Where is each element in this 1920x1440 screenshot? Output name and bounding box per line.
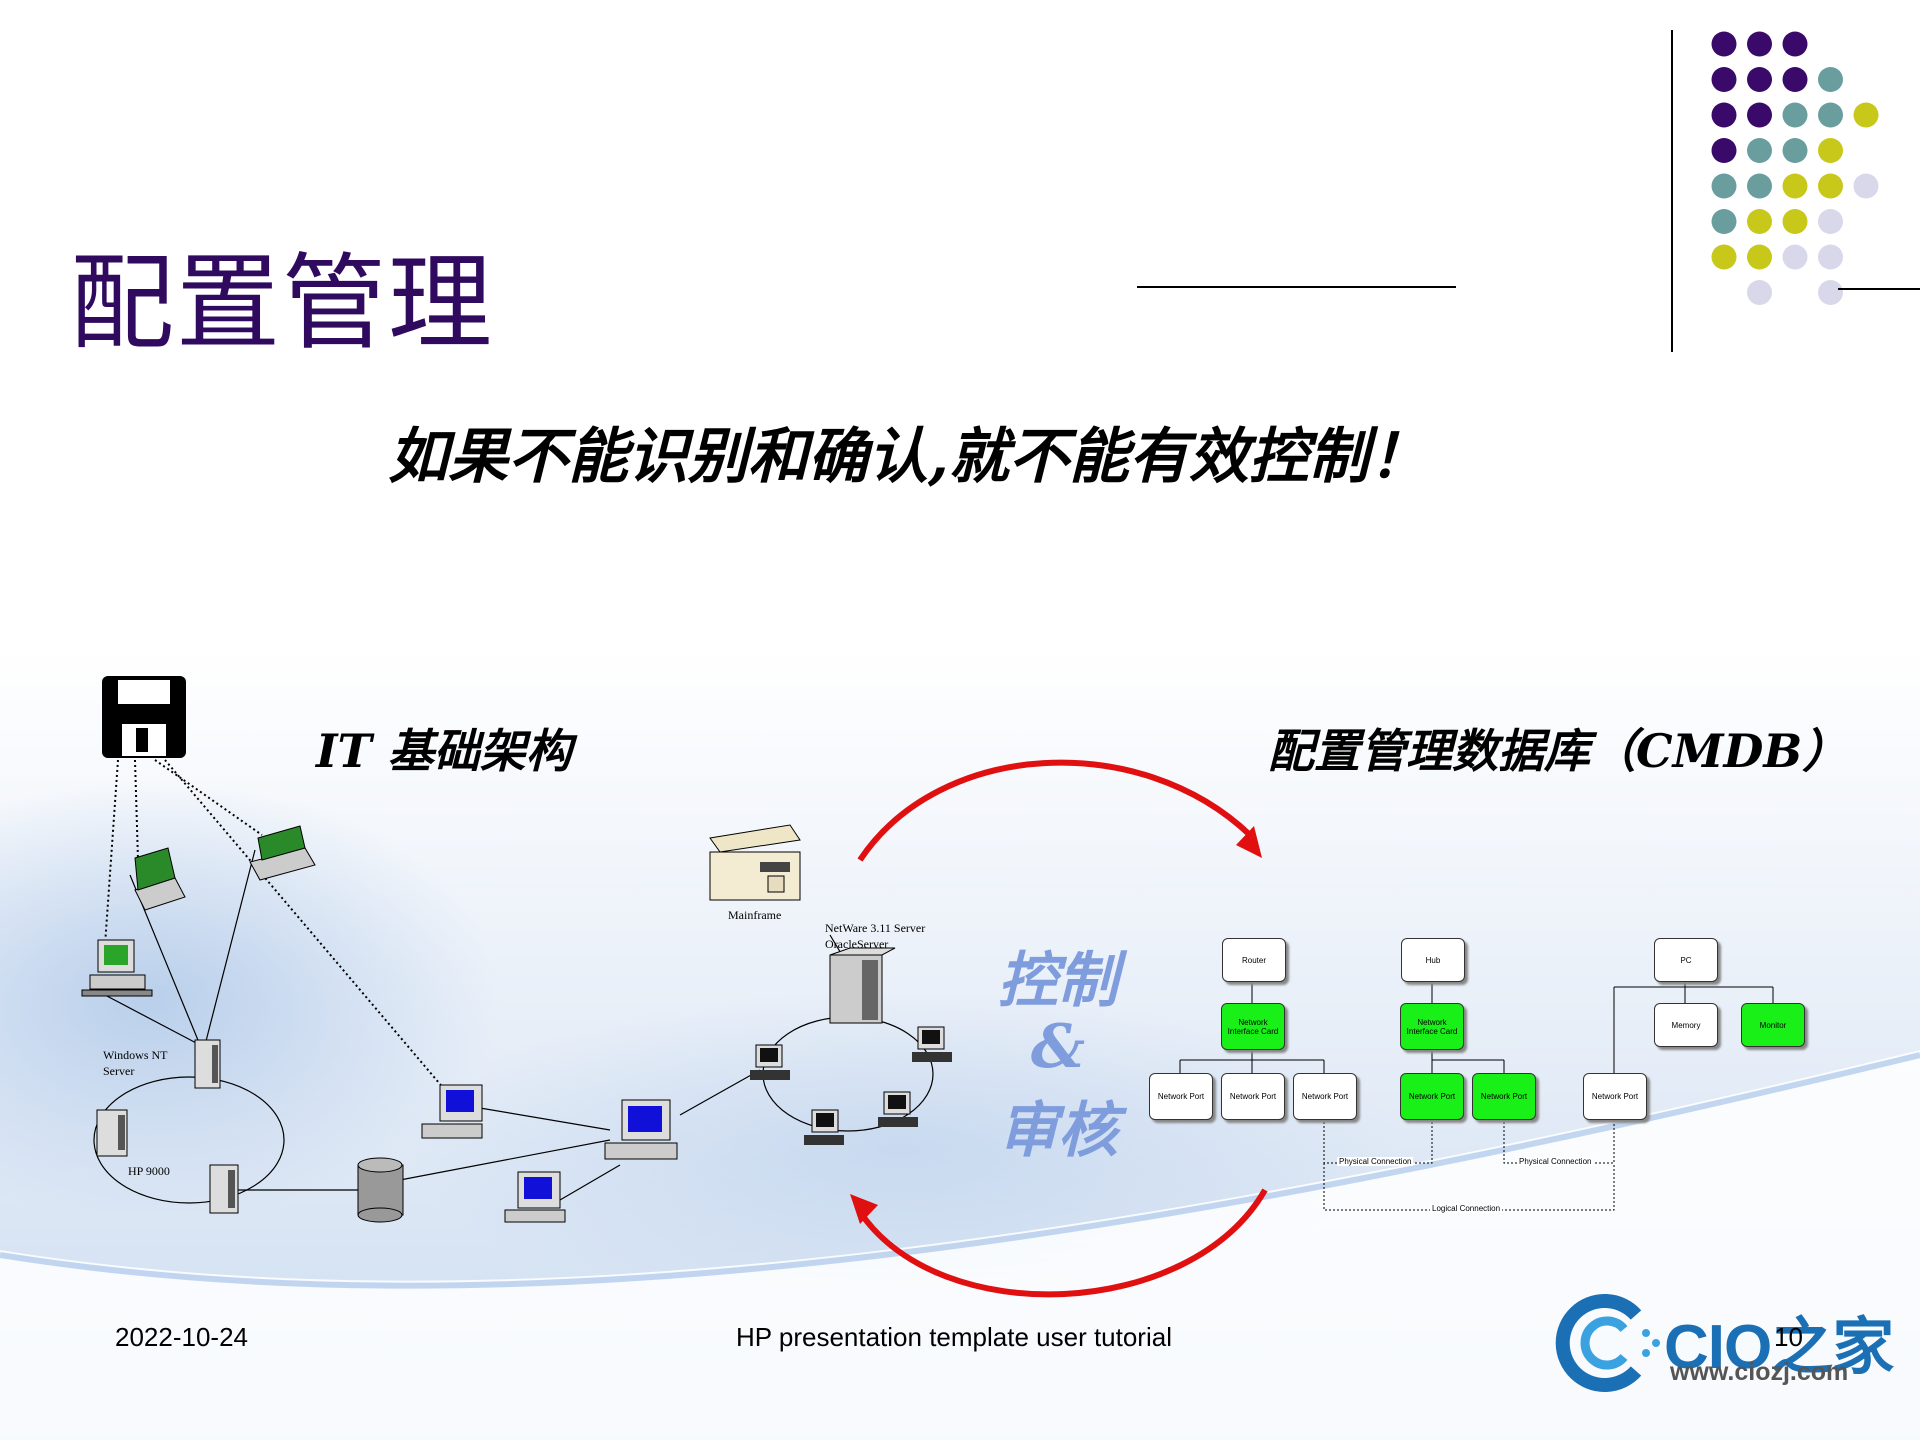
server-tower-icon: [194, 1039, 221, 1089]
physical-connection-label: Physical Connection: [1517, 1157, 1594, 1166]
logical-connection-label: Logical Connection: [1430, 1204, 1503, 1213]
decorative-dot: [1818, 102, 1843, 128]
cmdb-heading: 配置管理数据库（CMDB）: [1268, 724, 1849, 778]
oracle-label: OracleServer: [825, 937, 889, 951]
decorative-dot: [1782, 138, 1808, 163]
decorative-dot: [1711, 31, 1737, 57]
decorative-dot: [1711, 102, 1737, 128]
cmdb-network-port-box: Network Port: [1221, 1073, 1285, 1120]
desktop-computer-icon: [421, 1084, 483, 1139]
it-infrastructure-heading: IT 基础架构: [316, 724, 572, 778]
server-label: Server: [103, 1064, 135, 1078]
cmdb-network-port-box: Network Port: [1472, 1073, 1536, 1120]
decorative-dot: [1711, 138, 1737, 163]
hp9000-label: HP 9000: [128, 1164, 170, 1178]
decorative-dot: [1782, 173, 1808, 199]
cmdb-pc-box: PC: [1654, 938, 1718, 982]
decorative-dot: [1747, 173, 1772, 199]
dotted-links: [104, 759, 446, 1091]
windows-nt-label: Windows NT: [103, 1048, 168, 1062]
cmdb-hub-box: Hub: [1401, 938, 1465, 982]
cycle-arrows: [857, 759, 1268, 1298]
slide-subtitle: 如果不能识别和确认,就不能有效控制！: [388, 422, 1429, 492]
decorative-dot: [1853, 102, 1879, 128]
nic-label-line1: Network: [1238, 1017, 1268, 1027]
cmdb-network-port-box: Network Port: [1293, 1073, 1357, 1120]
decorative-dot: [1747, 209, 1772, 234]
server-tower-icon: [829, 947, 896, 1024]
ampersand-text: &: [1030, 1012, 1086, 1082]
decorative-dot: [1747, 244, 1772, 270]
netware-label: NetWare 3.11 Server: [825, 921, 926, 935]
cmdb-nic-box: Network Interface Card: [1221, 1003, 1285, 1050]
cmdb-router-box: Router: [1222, 938, 1286, 982]
cmdb-memory-box: Memory: [1654, 1003, 1718, 1047]
desktop-computer-icon: [912, 1026, 952, 1062]
cmdb-monitor-box: Monitor: [1741, 1003, 1805, 1047]
decorative-dot: [1782, 209, 1808, 234]
cmdb-nic-box: Network Interface Card: [1400, 1003, 1464, 1050]
desktop-computer-icon: [750, 1044, 790, 1080]
cmdb-network-port-box: Network Port: [1400, 1073, 1464, 1120]
footer-center-text: HP presentation template user tutorial: [736, 1322, 1172, 1352]
decorative-dot: [1747, 102, 1772, 128]
laptop-icon: [249, 825, 316, 881]
desktop-computer-icon: [878, 1091, 918, 1127]
arrow-head-top: [1236, 826, 1262, 858]
mainframe-icon: [709, 824, 801, 901]
logo-url: www.ciozj.com: [1670, 1358, 1849, 1386]
decorative-dot-grid: [1711, 31, 1879, 305]
physical-connection-label: Physical Connection: [1337, 1157, 1414, 1166]
server-tower-icon: [209, 1164, 239, 1214]
footer-date: 2022-10-24: [115, 1322, 248, 1352]
control-text: 控制: [998, 946, 1118, 1016]
logo-wordmark: CIO之家: [1664, 1313, 1894, 1382]
nic-label-line1: Network: [1417, 1017, 1447, 1027]
decorative-dot: [1711, 67, 1737, 92]
page-title: 配置管理: [70, 242, 495, 364]
decorative-dot: [1747, 67, 1772, 92]
decorative-dot: [1818, 244, 1843, 270]
desktop-computer-icon: [81, 939, 153, 997]
decorative-dot: [1782, 102, 1808, 128]
decorative-dot: [1853, 173, 1879, 199]
decorative-dot: [1782, 31, 1808, 57]
decorative-dot: [1818, 67, 1843, 92]
decorative-dot: [1747, 280, 1772, 305]
desktop-computer-icon: [604, 1099, 678, 1160]
cmdb-network-port-box: Network Port: [1149, 1073, 1213, 1120]
server-tower-icon: [96, 1109, 128, 1157]
decorative-dot: [1711, 209, 1737, 234]
decorative-dot: [1818, 280, 1843, 305]
decorative-dot: [1747, 31, 1772, 57]
decorative-dot: [1818, 173, 1843, 199]
arrow-head-bottom: [850, 1194, 878, 1224]
desktop-computer-icon: [804, 1109, 844, 1145]
decorative-dot: [1711, 244, 1737, 270]
nic-label-line2: Interface Card: [1406, 1026, 1458, 1036]
decorative-dot: [1747, 138, 1772, 163]
decorative-dot: [1782, 244, 1808, 270]
desktop-computer-icon: [504, 1171, 566, 1223]
decorative-dot: [1818, 209, 1843, 234]
audit-text: 审核: [998, 1096, 1118, 1166]
nic-label-line2: Interface Card: [1227, 1026, 1279, 1036]
database-cylinder-icon: [357, 1157, 404, 1223]
cmdb-network-port-box: Network Port: [1583, 1073, 1647, 1120]
floppy-disk-icon: [102, 676, 186, 758]
decorative-dot: [1711, 173, 1737, 199]
network-links: [93, 849, 934, 1204]
decorative-dot: [1818, 138, 1843, 163]
cio-logo-mark: [1555, 1294, 1660, 1392]
decorative-dot: [1782, 67, 1808, 92]
laptop-icon: [134, 847, 186, 911]
page-number: 10: [1774, 1322, 1803, 1352]
cmdb-tree-lines: [1179, 980, 1774, 1073]
mainframe-label: Mainframe: [728, 908, 782, 922]
